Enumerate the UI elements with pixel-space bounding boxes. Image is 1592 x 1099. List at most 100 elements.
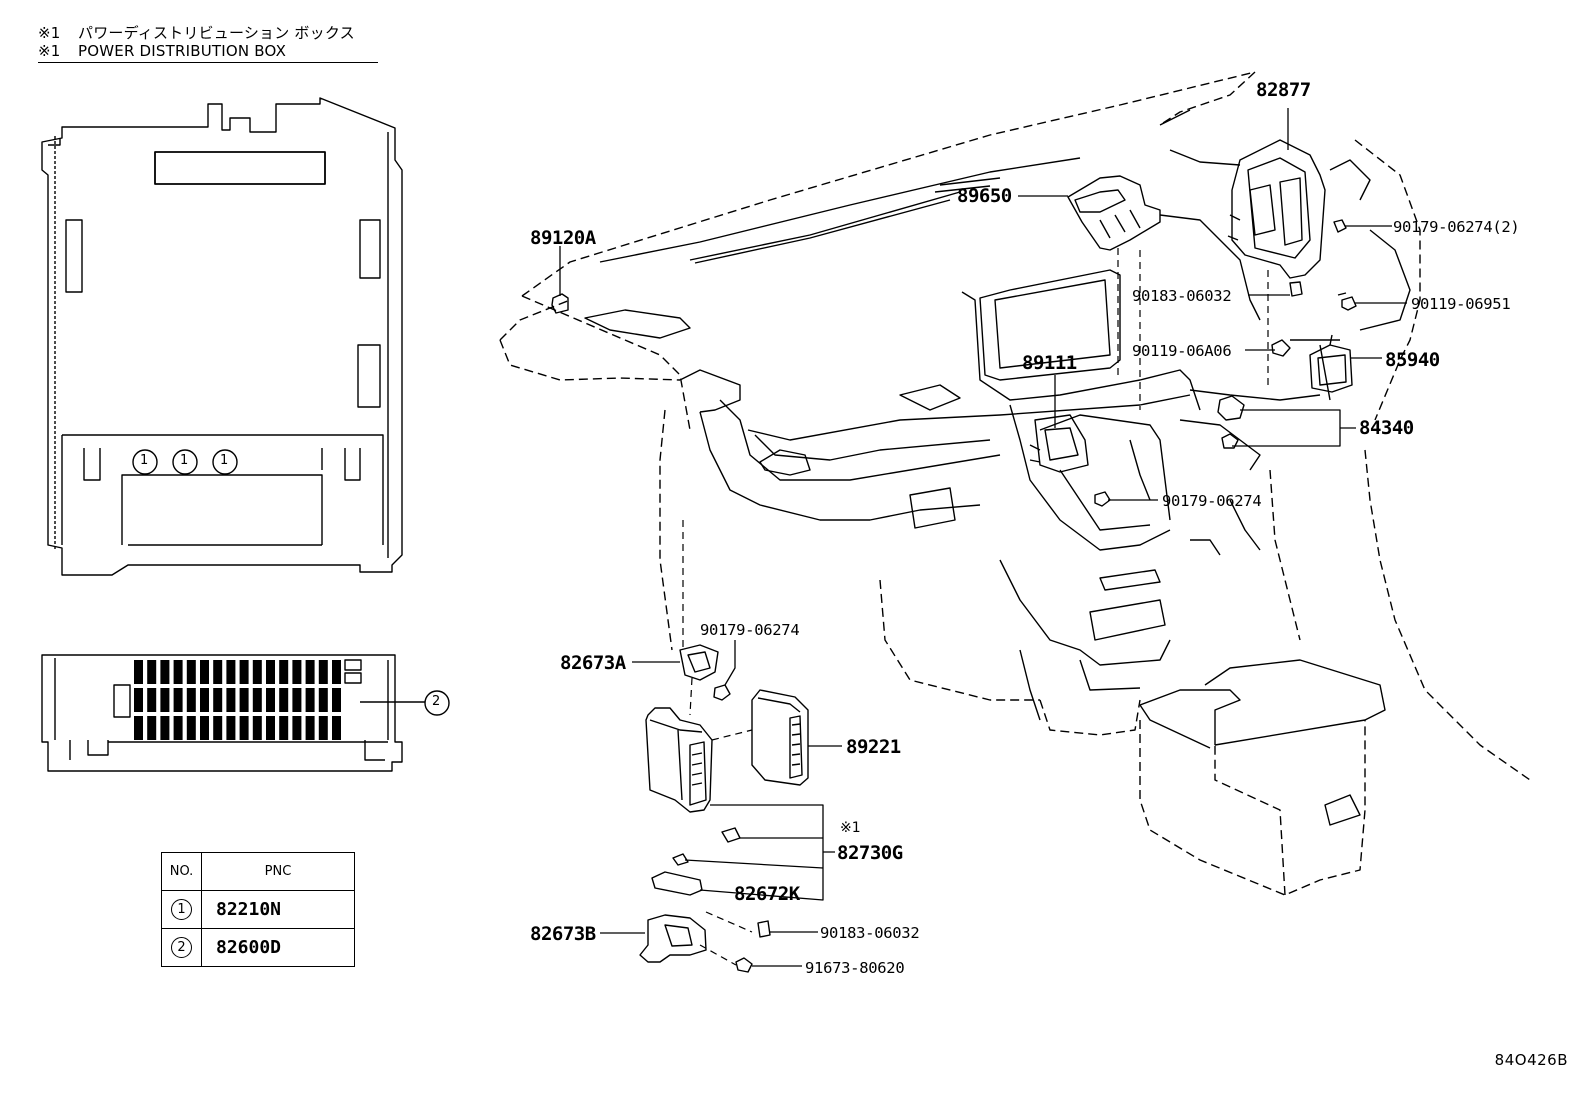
fuse-slot [239,716,249,740]
label-91673-80620: 91673-80620 [805,959,905,977]
callout-1c-label: 1 [220,453,229,468]
label-82730G: 82730G [837,842,903,864]
label-89650: 89650 [957,185,1012,207]
fuse-slot [305,716,315,740]
row-pnc: 82600D [201,928,355,967]
fuse-slot [252,688,262,712]
fuse-slot [213,660,223,684]
row-pnc: 82210N [201,890,355,929]
part-82730G-drawing [645,707,713,813]
part-82672K-drawing [651,871,703,896]
fuse-slot [134,688,143,712]
callout-1a-label: 1 [140,453,149,468]
header-pnc: PNC [201,852,355,891]
fuse-slot [239,660,249,684]
leader-lines-dashed [682,248,1269,966]
part-82673A-drawing [679,644,719,681]
label-89221: 89221 [846,736,901,758]
fuse-slot [186,716,196,740]
pdb-side-view [41,654,425,772]
part-89650-drawing [1067,175,1161,251]
pdb-top-view [41,97,403,576]
header-underline [38,62,378,63]
label-82877: 82877 [1256,79,1311,101]
fuse-slot [318,660,328,684]
label-90119-06951: 90119-06951 [1411,295,1511,313]
fuse-slot [226,716,236,740]
pnc-table: NO. PNC 1 82210N 2 82600D [161,852,355,967]
fuse-slot [134,660,143,684]
fuse-slot [160,716,170,740]
pnc-table-header: NO. PNC [161,852,355,891]
instrument-panel-solid [584,109,1411,721]
fuse-slot [266,716,275,740]
fuse-slot [147,716,157,740]
fuse-slot [318,688,328,712]
label-82673B: 82673B [530,923,596,945]
fuse-slot [266,660,275,684]
part-84340-drawing [1217,395,1245,449]
callout-2-label: 2 [432,694,441,709]
header-title-jp-text: パワーディストリビューション ボックス [78,24,355,42]
fuse-slot [305,688,315,712]
fuse-slot [147,660,157,684]
header-no: NO. [161,852,202,891]
row-no-circle: 1 [171,899,192,920]
callout-circle-1a [132,449,158,475]
console-box [1139,659,1386,896]
header-mark: ※1 [38,24,61,42]
fuse-slot [173,688,183,712]
callout-circle-1b [172,449,198,475]
fuse-slot [200,688,209,712]
fuse-slot [213,688,223,712]
fuse-slot [279,688,289,712]
figure-code: 84O426B [1494,1051,1568,1069]
table-row: 1 82210N [161,890,355,929]
fuse-slot [226,688,236,712]
label-85940: 85940 [1385,349,1440,371]
part-89221-drawing [751,689,809,786]
fuse-slot [279,660,289,684]
callout-circle-2 [424,690,450,716]
fuse-slot [160,660,170,684]
fuse-slot [173,716,183,740]
fuse-slot [332,716,341,740]
label-84340: 84340 [1359,417,1414,439]
fuse-slot [200,660,209,684]
fuse-slot [279,716,289,740]
fuse-slot [200,716,209,740]
fuse-slot [318,716,328,740]
header-title-jp: ※1 パワーディストリビューション ボックス [38,25,355,42]
fuse-slot [292,688,302,712]
fuse-grid [134,660,341,740]
fuse-slot [332,688,341,712]
label-90183-06032-bot: 90183-06032 [820,924,920,942]
fuse-slot [292,660,302,684]
label-89120A: 89120A [530,227,596,249]
fuse-slot [252,660,262,684]
label-82673A: 82673A [560,652,626,674]
part-89111-drawing [1029,414,1089,473]
fuse-slot [266,688,275,712]
fuse-slot [305,660,315,684]
label-90179-06274-mid: 90179-06274 [1162,492,1262,510]
fuse-slot [173,660,183,684]
part-82877-drawing [1227,139,1326,279]
label-82730G-mark: ※1 [840,820,861,836]
label-89111: 89111 [1022,352,1077,374]
fuse-slot [186,688,196,712]
part-89120A-drawing [551,293,569,314]
fuse-slot [186,660,196,684]
table-row: 2 82600D [161,928,355,967]
fuse-slot [134,716,143,740]
leader-lines [559,108,1407,967]
label-90119-06A06: 90119-06A06 [1132,342,1232,360]
fasteners [672,219,1357,973]
header-title-en-text: POWER DISTRIBUTION BOX [78,42,287,60]
instrument-panel [499,71,1531,781]
part-82673B-drawing [639,914,707,963]
label-82672K: 82672K [734,883,800,905]
label-90183-06032-top: 90183-06032 [1132,287,1232,305]
